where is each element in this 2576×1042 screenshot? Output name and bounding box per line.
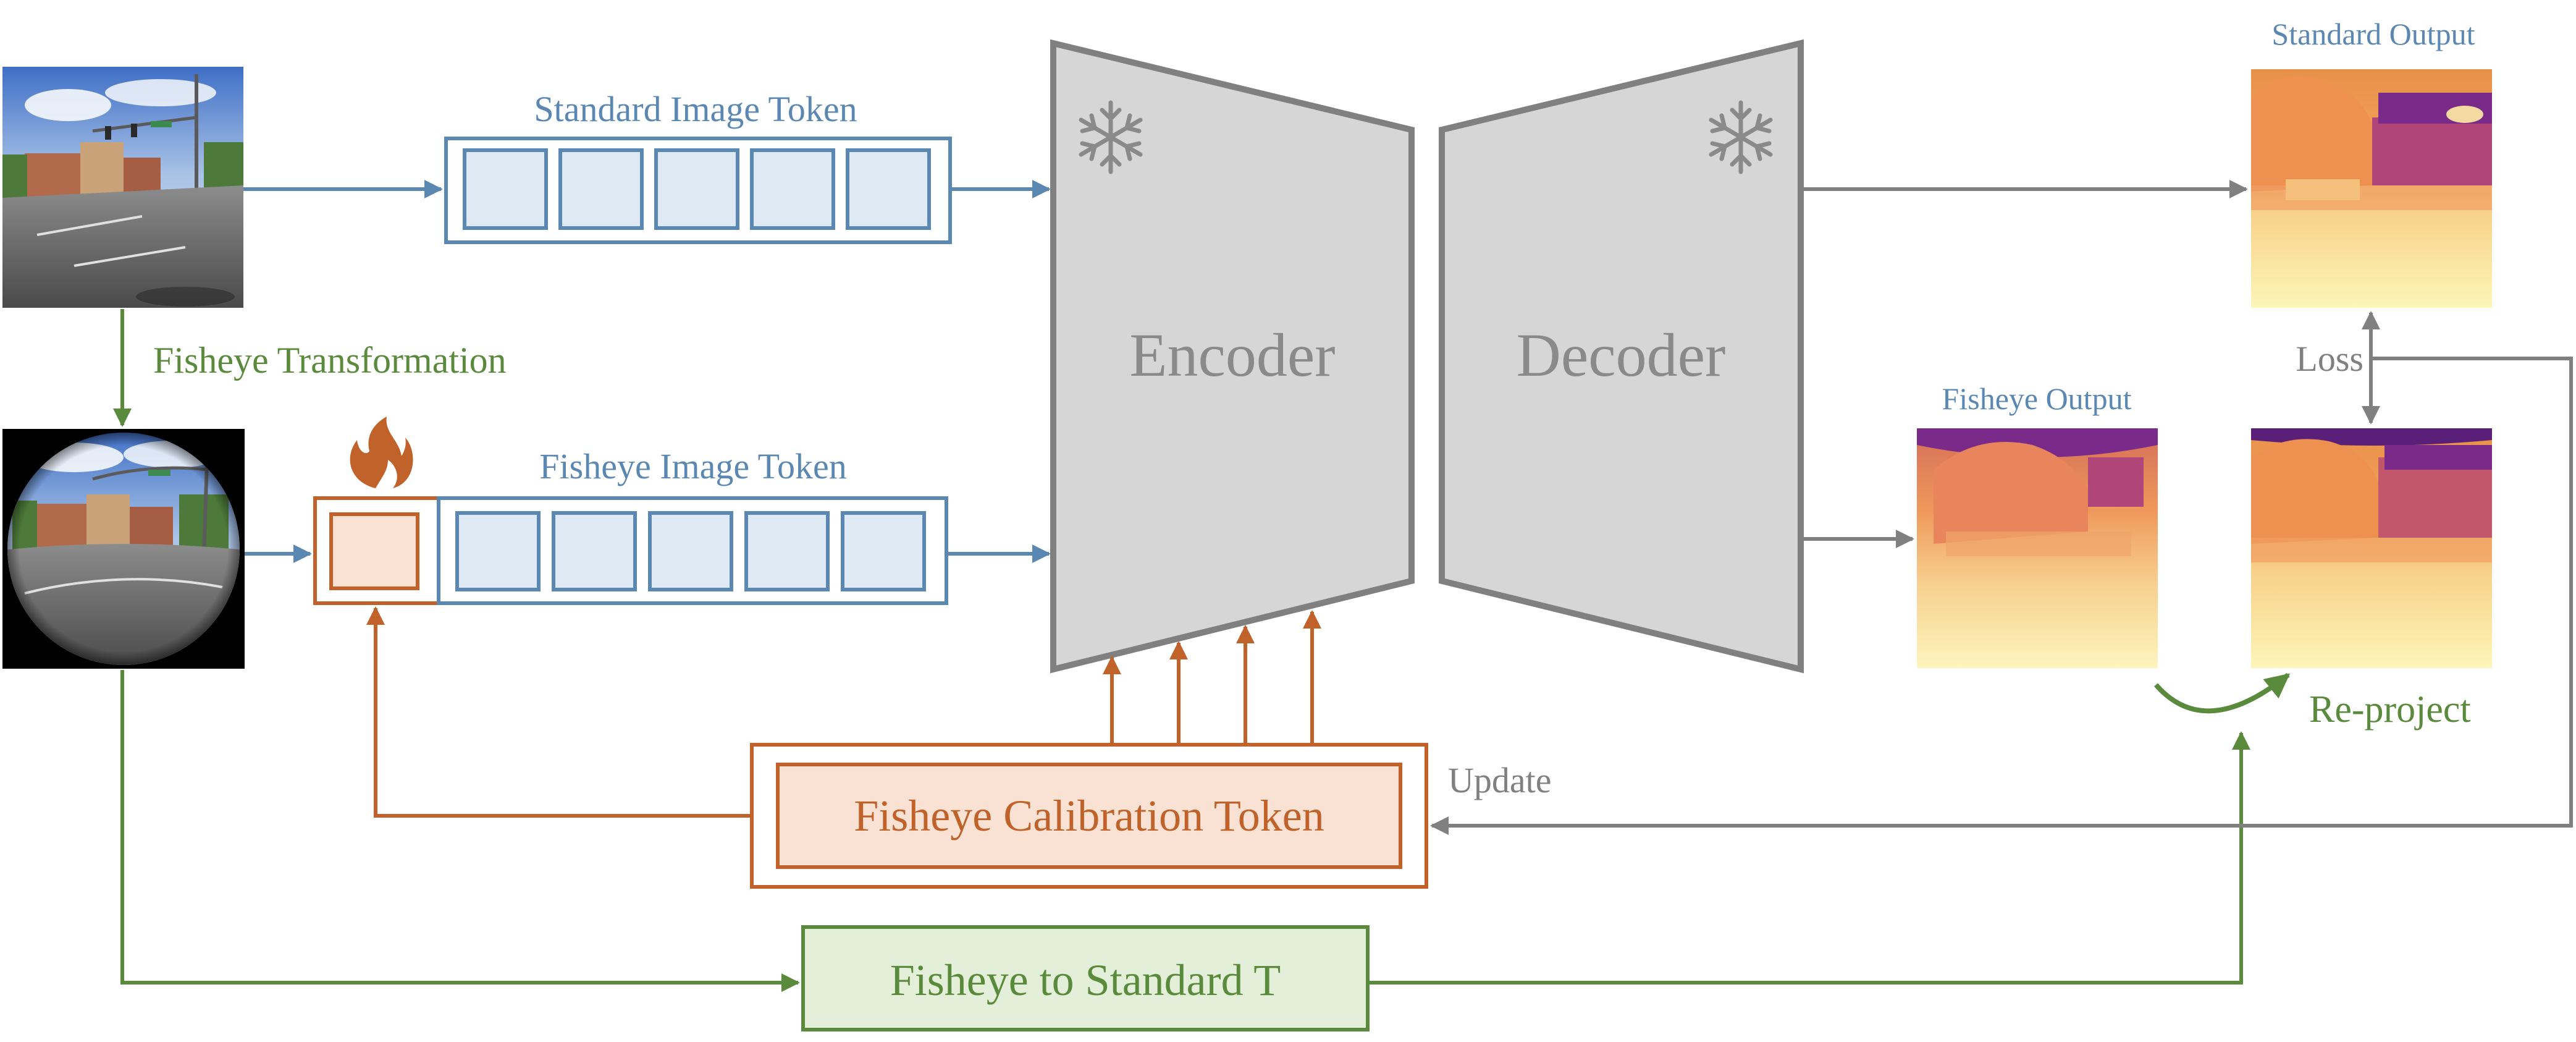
arrow-reproject <box>2153 672 2291 714</box>
standard-image-token <box>444 137 952 244</box>
fisheye-image-token-label: Fisheye Image Token <box>539 446 846 486</box>
fisheye-to-standard-label: Fisheye to Standard T <box>890 955 1281 1005</box>
fisheye-output-label: Fisheye Output <box>1942 381 2132 416</box>
fisheye-image-token <box>313 496 948 605</box>
token-cell <box>654 148 739 230</box>
token-cell <box>744 511 830 591</box>
arrow-calibration-to-token-slot <box>366 606 752 818</box>
token-cell <box>463 148 548 230</box>
fisheye-input-image <box>2 429 245 669</box>
flame-icon <box>350 417 413 488</box>
token-cell <box>648 511 733 591</box>
loss-label: Loss <box>2296 339 2363 379</box>
fisheye-output-depth-map <box>1917 428 2158 668</box>
token-cell <box>841 511 926 591</box>
update-label: Update <box>1448 760 1552 800</box>
snowflake-icon <box>1709 100 1773 174</box>
re-project-label: Re-project <box>2309 688 2471 731</box>
encoder-label: Encoder <box>1129 321 1335 389</box>
standard-input-image <box>2 67 243 308</box>
calibration-token-label: Fisheye Calibration Token <box>854 791 1324 841</box>
fisheye-transformation-label: Fisheye Transformation <box>153 340 507 381</box>
token-cell <box>455 511 541 591</box>
token-cell <box>552 511 637 591</box>
reprojected-depth-map <box>2251 428 2492 668</box>
arrow-fisheye-to-transform <box>120 670 800 992</box>
standard-output-label: Standard Output <box>2271 17 2475 51</box>
decoder-block: Decoder <box>1439 39 1804 674</box>
token-cell <box>846 148 931 230</box>
calibration-token-cell <box>329 512 419 590</box>
decoder-label: Decoder <box>1517 321 1726 389</box>
fisheye-to-standard-transform: Fisheye to Standard T <box>801 925 1370 1031</box>
fisheye-calibration-token: Fisheye Calibration Token <box>750 743 1428 889</box>
encoder-block: Encoder <box>1050 39 1415 674</box>
standard-output-depth-map <box>2251 69 2492 308</box>
token-cell <box>750 148 835 230</box>
snowflake-icon <box>1079 100 1143 174</box>
token-cell <box>558 148 644 230</box>
standard-image-token-label: Standard Image Token <box>534 89 857 129</box>
arrow-transform-to-reproject <box>1368 731 2250 985</box>
arrow-update-feedback <box>1430 357 2573 835</box>
